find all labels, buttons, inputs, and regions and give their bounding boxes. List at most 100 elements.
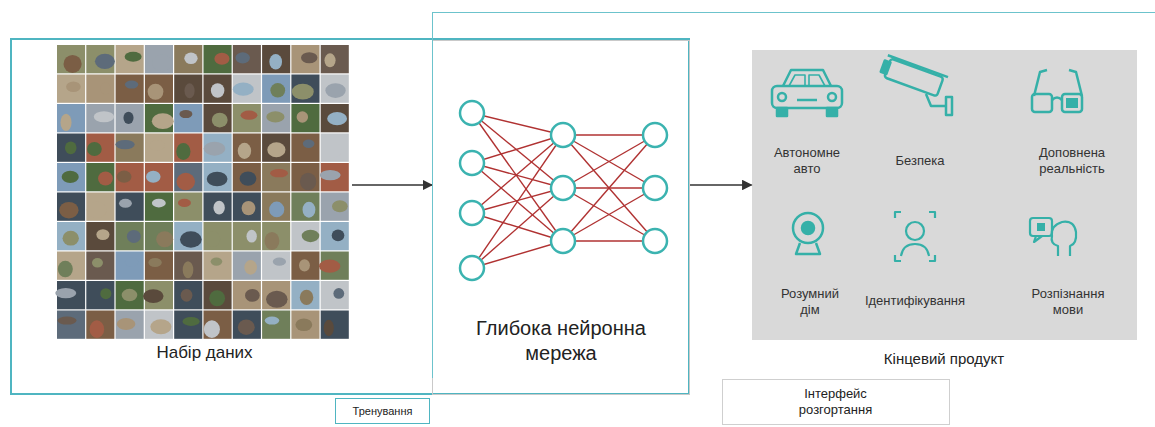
image-tile bbox=[204, 222, 232, 250]
network-neuron bbox=[551, 176, 575, 200]
tile-object bbox=[184, 52, 197, 64]
tile-ground bbox=[262, 222, 290, 250]
product-label: Розпізнання мови bbox=[1021, 286, 1116, 317]
tile-ground bbox=[262, 75, 290, 103]
tile-object bbox=[180, 231, 202, 247]
image-tile bbox=[321, 311, 349, 339]
image-tile bbox=[55, 281, 85, 309]
speech-icon-part bbox=[1052, 222, 1077, 256]
image-tile bbox=[145, 222, 173, 250]
network-link bbox=[563, 135, 655, 188]
tile-ground bbox=[174, 134, 202, 162]
tile-ground bbox=[321, 75, 349, 103]
tile-object bbox=[181, 289, 193, 302]
tile-object bbox=[94, 111, 114, 122]
image-tile bbox=[233, 193, 261, 221]
image-tile bbox=[143, 281, 173, 309]
image-tile bbox=[233, 222, 261, 250]
tile-ground bbox=[321, 45, 349, 73]
image-tile bbox=[321, 193, 349, 221]
image-tile bbox=[57, 104, 85, 132]
tile-object bbox=[95, 54, 115, 69]
tile-ground bbox=[321, 281, 349, 309]
tile-object bbox=[64, 55, 82, 73]
image-tile bbox=[57, 193, 85, 221]
tile-ground bbox=[145, 104, 173, 132]
tile-object bbox=[152, 113, 174, 129]
tile-ground bbox=[321, 222, 349, 250]
image-tile bbox=[145, 193, 173, 221]
tile-ground bbox=[262, 134, 290, 162]
tile-object bbox=[115, 140, 134, 149]
tile-ground bbox=[116, 75, 144, 103]
webcam-icon-part bbox=[796, 243, 820, 254]
tile-object bbox=[183, 261, 194, 278]
tile-object bbox=[233, 83, 254, 96]
network-link bbox=[563, 135, 655, 241]
car-icon-part bbox=[797, 99, 817, 102]
image-tile bbox=[116, 281, 144, 309]
network-drawing bbox=[460, 101, 667, 280]
image-tile bbox=[319, 252, 349, 280]
glasses-icon-part bbox=[1062, 94, 1082, 112]
tile-ground bbox=[233, 104, 261, 132]
tile-object bbox=[213, 201, 224, 215]
tile-object bbox=[66, 82, 81, 93]
image-tile bbox=[57, 252, 85, 280]
tile-object bbox=[152, 199, 166, 208]
tile-ground bbox=[174, 252, 202, 280]
tile-ground bbox=[86, 104, 114, 132]
tile-ground bbox=[116, 163, 144, 191]
tile-ground bbox=[57, 193, 85, 221]
flow-arrow bbox=[352, 184, 432, 186]
network-link bbox=[472, 213, 563, 241]
tile-ground bbox=[262, 45, 290, 73]
camera-icon-part bbox=[946, 97, 952, 115]
tile-object bbox=[55, 288, 76, 298]
image-tile bbox=[233, 252, 261, 280]
glasses-icon-part bbox=[1069, 70, 1082, 96]
glasses-icon-part bbox=[1066, 98, 1078, 108]
tile-ground bbox=[86, 75, 114, 103]
image-tile bbox=[233, 75, 261, 103]
tile-object bbox=[146, 171, 161, 183]
tile-object bbox=[62, 171, 79, 183]
image-tile bbox=[174, 193, 202, 221]
tile-ground bbox=[204, 104, 232, 132]
tile-ground bbox=[145, 222, 173, 250]
tile-object bbox=[63, 231, 79, 246]
network-neuron bbox=[551, 229, 575, 253]
tile-object bbox=[300, 290, 314, 305]
image-tile bbox=[174, 281, 202, 309]
network-neuron bbox=[643, 229, 667, 253]
tile-object bbox=[211, 83, 225, 98]
box-caption: Кінцевий продукт bbox=[752, 350, 1137, 368]
tile-ground bbox=[262, 311, 290, 339]
region-tag: Інтерфейс розгортання bbox=[722, 379, 950, 425]
tile-object bbox=[59, 202, 78, 219]
car-icon-part bbox=[828, 93, 836, 101]
tile-object bbox=[148, 258, 161, 267]
image-tile bbox=[86, 45, 115, 73]
product-label: Безпека bbox=[875, 153, 965, 169]
tile-ground bbox=[233, 252, 261, 280]
speech-icon-part bbox=[1037, 223, 1045, 231]
tile-object bbox=[267, 142, 285, 157]
tile-ground bbox=[291, 163, 319, 191]
tile-ground bbox=[204, 281, 232, 309]
image-tile bbox=[291, 193, 319, 221]
tile-object bbox=[90, 320, 105, 338]
tile-object bbox=[184, 83, 194, 98]
image-tile bbox=[321, 45, 349, 73]
training-region: ТренуванняНабір данихГлибока нейронна ме… bbox=[10, 38, 690, 395]
tile-object bbox=[246, 230, 256, 243]
tile-object bbox=[178, 199, 191, 207]
car-icon-part bbox=[827, 108, 837, 116]
image-tile bbox=[145, 252, 173, 280]
image-tile bbox=[262, 252, 290, 280]
box-caption: Набір даних bbox=[57, 343, 352, 363]
tile-object bbox=[209, 290, 225, 306]
tile-ground bbox=[204, 222, 232, 250]
image-tile bbox=[291, 134, 319, 162]
image-tile bbox=[116, 45, 144, 73]
